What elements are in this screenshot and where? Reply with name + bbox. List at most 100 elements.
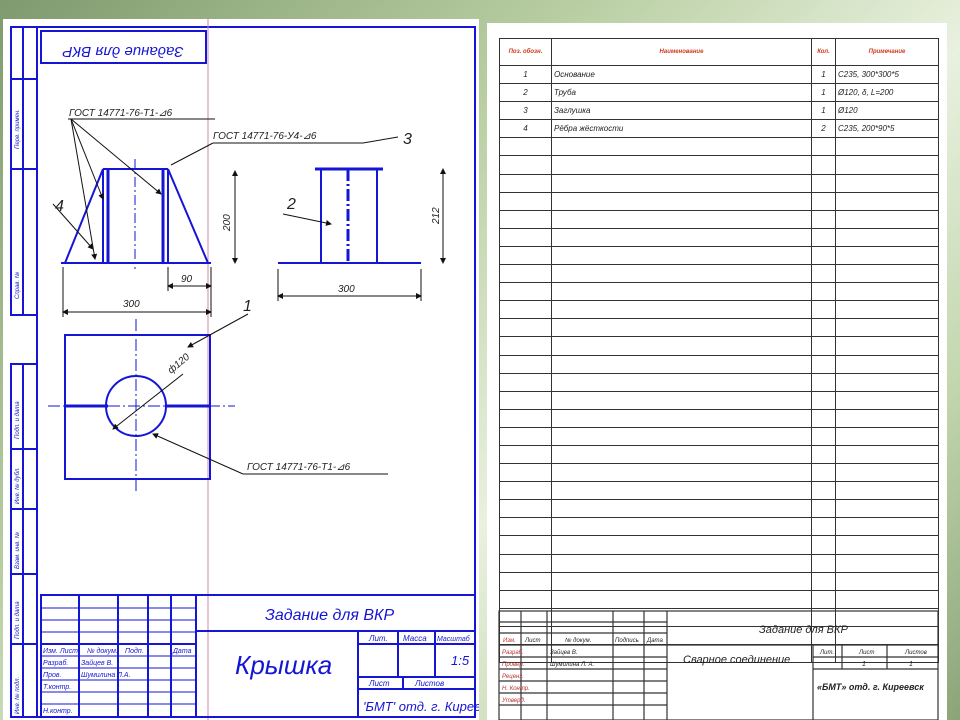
spec-cell-empty — [811, 535, 836, 555]
spec-header-pos: Поз. обозн. — [499, 38, 552, 66]
tb-doc-title: Задание для ВКР — [265, 607, 394, 624]
spec-cell-empty — [551, 227, 812, 247]
table-row-empty — [499, 354, 939, 374]
spec-cell-empty — [835, 426, 939, 446]
spec-cell-empty — [811, 336, 836, 356]
spec-cell-empty — [835, 625, 939, 646]
gost-label-2: ГОСТ 14771-76-У4-⊿6 — [213, 131, 317, 142]
spec-cell-empty — [811, 589, 836, 609]
spec-cell-empty — [811, 625, 836, 646]
title-block-texts: Задание для ВКР Крышка Лит. Масса Масшта… — [43, 607, 479, 715]
spec-ncontrol-label: Н. Контр. — [502, 686, 530, 692]
spec-cell-empty — [811, 571, 836, 591]
spec-cell-empty — [551, 589, 812, 609]
spec-name: Рёбра жёсткости — [551, 119, 812, 139]
spec-org: «БМТ» отд. г. Киреевск — [817, 682, 924, 692]
table-row-empty — [499, 408, 939, 428]
dimensions — [52, 118, 446, 475]
table-row-empty — [499, 607, 939, 627]
spec-cell-empty — [551, 300, 812, 320]
spec-cell-empty — [499, 354, 552, 374]
spec-cell-empty — [835, 155, 939, 175]
spec-cell-empty — [811, 553, 836, 573]
tb-row-sign: Подп. — [125, 647, 144, 655]
spec-cell-empty — [499, 408, 552, 428]
spec-name: Основание — [551, 64, 812, 85]
table-row-empty — [499, 553, 939, 573]
side-label-6: Подп. и дата — [15, 601, 21, 639]
spec-cell-empty — [499, 300, 552, 320]
spec-cell-empty — [835, 499, 939, 519]
spec-cell-empty — [551, 426, 812, 446]
spec-pos: 1 — [499, 64, 552, 85]
spec-cell-empty — [551, 444, 812, 465]
spec-approved-label: Утверд. — [501, 698, 526, 704]
table-row-empty — [499, 300, 939, 320]
table-row-empty — [499, 318, 939, 338]
spec-cell-empty — [811, 354, 836, 374]
table-row-empty — [499, 426, 939, 446]
spec-note: Ø120 — [835, 101, 939, 121]
spec-note: С235, 200*90*5 — [835, 119, 939, 139]
top-stamp: Задание для ВКР — [62, 43, 183, 60]
gost-label-3: ГОСТ 14771-76-Т1-⊿6 — [247, 462, 351, 473]
callout-3: 3 — [403, 131, 412, 148]
spec-cell-empty — [499, 245, 552, 266]
table-row-empty — [499, 444, 939, 465]
callout-1: 1 — [243, 298, 252, 315]
spec-cell-empty — [551, 336, 812, 356]
spec-cell-empty — [835, 209, 939, 229]
spec-cell-empty — [811, 318, 836, 338]
spec-cell-empty — [551, 517, 812, 537]
tb-scale-label: Масштаб — [437, 635, 471, 643]
table-row-empty — [499, 137, 939, 157]
tb-checker-name: Шумилина Л.А. — [81, 672, 131, 679]
spec-qty: 1 — [811, 101, 836, 121]
title-block-rows — [41, 607, 196, 705]
dim-200: 200 — [222, 214, 233, 232]
table-row-empty — [499, 535, 939, 555]
spec-cell-empty — [499, 463, 552, 483]
spec-cell-empty — [551, 354, 812, 374]
spec-cell-empty — [551, 318, 812, 338]
spec-cell-empty — [499, 517, 552, 537]
spec-cell-empty — [499, 625, 552, 646]
spec-cell-empty — [835, 227, 939, 247]
spec-cell-empty — [835, 282, 939, 302]
spec-cell-empty — [811, 643, 836, 664]
dim-300-left: 300 — [123, 299, 140, 310]
spec-cell-empty — [811, 607, 836, 627]
top-stamp-box — [40, 30, 207, 64]
tb-row-izm: Изм. Лист — [43, 648, 78, 655]
spec-cell-empty — [551, 571, 812, 591]
spec-cell-empty — [811, 245, 836, 266]
spec-cell-empty — [811, 481, 836, 501]
spec-pos: 2 — [499, 83, 552, 103]
spec-cell-empty — [499, 426, 552, 446]
spec-cell-empty — [835, 318, 939, 338]
tb-developer-label: Разраб. — [43, 659, 68, 667]
tb-row-date: Дата — [172, 648, 192, 655]
dim-90: 90 — [181, 274, 193, 285]
table-row-empty — [499, 643, 939, 664]
spec-cell-empty — [835, 517, 939, 537]
spec-cell-empty — [551, 499, 812, 519]
spec-cell-empty — [835, 173, 939, 193]
spec-cell-empty — [551, 209, 812, 229]
spec-cell-empty — [835, 336, 939, 356]
spec-cell-empty — [835, 481, 939, 501]
spec-cell-empty — [499, 264, 552, 284]
table-row-empty — [499, 173, 939, 193]
gost-label-1: ГОСТ 14771-76-Т1-⊿6 — [69, 108, 173, 119]
table-row-empty — [499, 625, 939, 646]
side-label-3: Подп. и дата — [15, 401, 21, 439]
table-row-empty — [499, 481, 939, 501]
spec-cell-empty — [811, 209, 836, 229]
table-row-empty — [499, 571, 939, 591]
spec-cell-empty — [551, 481, 812, 501]
dim-phi120: ф120 — [165, 351, 192, 377]
table-row-empty — [499, 463, 939, 483]
